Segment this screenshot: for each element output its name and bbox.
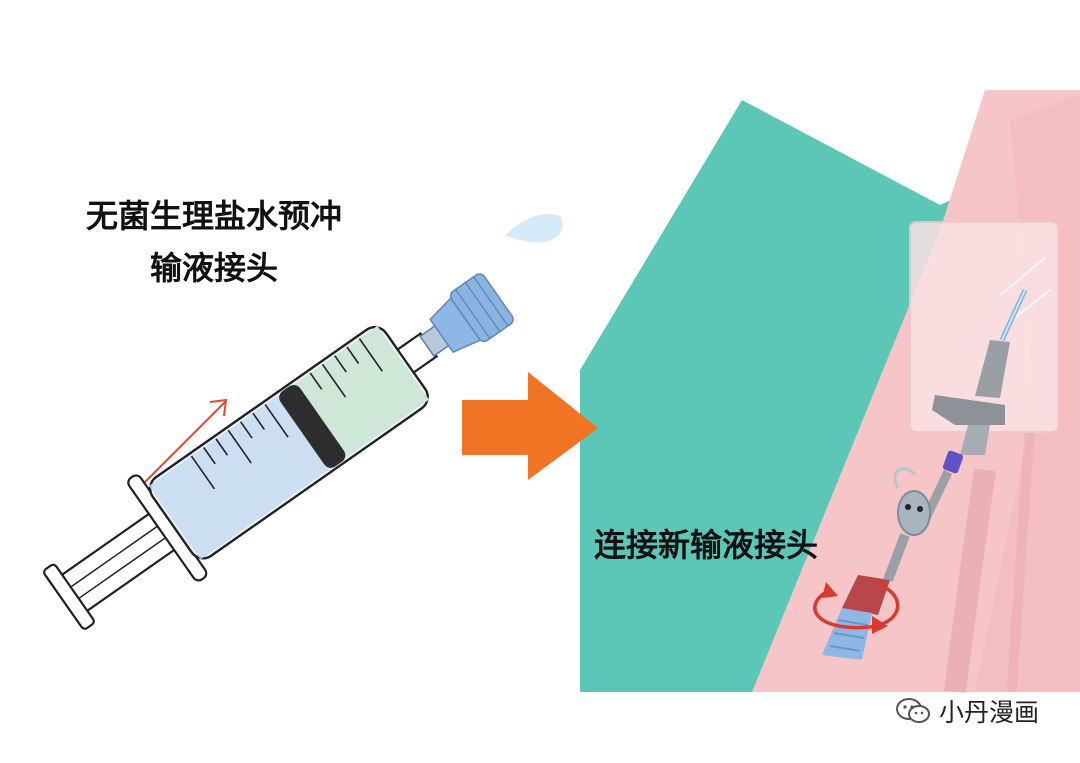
flush-caption-line2: 输液接头 — [149, 249, 278, 287]
catheter-wings — [932, 395, 1005, 425]
saline-droplet — [505, 214, 563, 243]
direction-arrow-icon — [144, 398, 228, 483]
watermark: 小丹漫画 — [895, 693, 1039, 729]
rotation-arrow-icon — [813, 582, 900, 634]
watermark-text: 小丹漫画 — [939, 698, 1040, 727]
iv-catheter — [822, 288, 1028, 660]
transparent-dressing — [909, 221, 1059, 433]
wechat-icon — [896, 698, 930, 723]
syringe-graduations — [190, 338, 383, 490]
flush-caption: 无菌生理盐水预冲 输液接头 — [64, 190, 364, 294]
transition-arrow — [462, 372, 598, 480]
syringe-stopper — [279, 384, 346, 468]
needleless-connector — [429, 273, 514, 354]
red-connector — [842, 575, 890, 615]
syringe-plunger — [43, 510, 179, 630]
flush-caption-line1: 无菌生理盐水预冲 — [85, 197, 342, 235]
connect-caption: 连接新输液接头 — [594, 526, 819, 564]
vein-mark — [944, 468, 996, 694]
syringe — [43, 273, 514, 630]
connector-face — [897, 490, 931, 536]
